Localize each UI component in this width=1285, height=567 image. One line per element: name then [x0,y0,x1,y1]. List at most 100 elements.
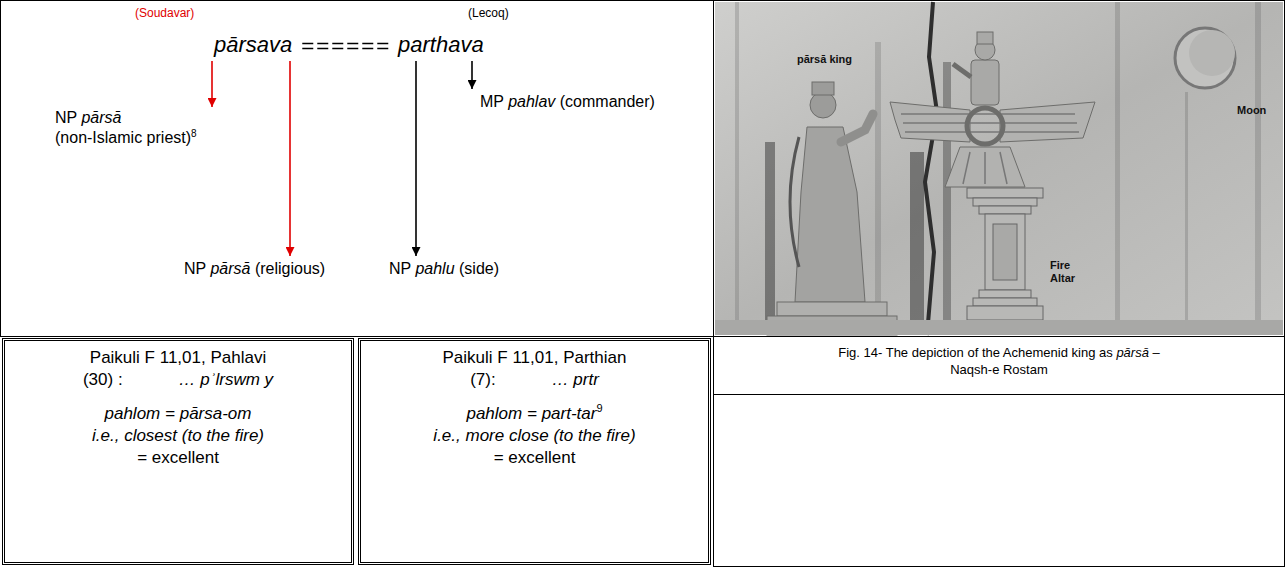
text-line: = excellent [365,447,704,469]
moon-shadow [1189,30,1235,76]
text-line: NP pārsā (religious) [184,259,325,278]
altar-part [993,224,1017,280]
cell-text: … prtr [552,370,599,389]
king-platform [777,302,887,316]
faravahar-wing [1000,102,1095,142]
rock-streak [1255,2,1261,335]
text-run: part-tar [542,404,597,423]
text-run: the [206,426,230,445]
text-run: pārsā [1116,345,1149,360]
faravahar-ring [967,108,1003,144]
text-line: pārsava [214,32,292,58]
annotation-label: Fire Altar [1050,259,1086,285]
text-run: of [967,345,978,360]
altar-part [967,188,1043,198]
text-line: NP pārsā (non-Islamic priest)8 [55,108,221,148]
table-cell [0,0,714,337]
text-line: pahlom = part-tar9 [365,403,704,425]
king-bow [790,137,799,267]
text-run: as [1099,345,1113,360]
cell-text: i.e., closest (to the fire) [92,426,264,445]
text-run: (to [553,426,573,445]
cell-text: Paikuli F 11,01, Pahlavi [90,348,266,367]
text-run: close [509,426,549,445]
annotation-label: (Lecoq) [468,6,509,20]
caption-cell: Fig. 14- The depiction of the Achemenid … [713,336,1285,395]
footnote-number: 9 [596,402,602,414]
table-cell-box: Paikuli F 11,01, Pahlavi(30) :… pʾlrswm … [2,338,354,565]
figure-caption: Fig. 14- The depiction of the Achemenid … [714,337,1284,378]
faravahar-wing [890,102,970,142]
faravahar-tail [945,147,1025,187]
water-stain [943,62,951,335]
wing-feather [905,131,1079,133]
derivation-arrow [211,61,213,107]
derivation-arrow [471,61,473,89]
text-run: (to [182,426,202,445]
altar-part [979,290,1031,298]
etymology-term: NP pārsā (religious) [180,257,329,280]
rock-ledge [715,320,1283,335]
text-line: (7):… prtr [365,369,704,391]
text-run: y [265,370,274,389]
text-run: Achemenid [1003,345,1068,360]
term-text: parthava [398,32,484,57]
text-run: fire) [235,426,264,445]
text-run: parthava [398,32,484,57]
equivalence-line [302,44,389,49]
text-run: pārsava [214,32,292,57]
annotation-label: pārsā king [797,53,852,65]
text-run: Naqsh-e [950,362,999,377]
term-text: pārsava [214,32,292,57]
text-line: parthava [398,32,484,58]
text-line: i.e., more close (to the fire) [365,425,704,447]
footnote-number: 8 [191,128,197,139]
text-run: … [179,370,196,389]
text-run: prtr [573,370,599,389]
text-line: NP pahlu (side) [389,259,499,278]
etymology-term: MP pahlav (commander) [462,90,657,113]
text-run: NP [55,109,77,126]
term-text: NP pārsā (religious) [184,260,325,277]
wing-feather [903,122,1077,124]
wing-feather [901,113,1075,115]
rock-face [715,2,1283,335]
rock-streak [735,2,739,335]
text-run: depiction [912,345,964,360]
cell-text: = excellent [137,448,219,467]
etymology-term: NP pārsā (non-Islamic priest)8 [53,108,223,148]
text-line: = excellent [9,447,347,469]
text-run: priest) [147,129,191,146]
term-text: NP pahlu (side) [389,260,499,277]
text-run: closest [124,426,177,445]
cell-text: (30) : [83,370,123,389]
text-run: = [527,404,537,423]
faravahar-body [971,60,999,105]
king-head [810,92,836,118]
text-run: Rostam [1003,362,1048,377]
derivation-arrow [415,61,417,256]
etymology-term: pārsava [205,30,301,60]
text-run: king [1072,345,1096,360]
etymology-term: parthava [390,30,492,60]
text-run: (commander) [560,93,655,110]
text-run: pārsa-om [180,404,252,423]
text-line: pahlom = pārsa-om [9,403,347,425]
relief-photo [715,2,1283,335]
etymology-term: NP pahlu (side) [385,257,503,280]
rock-streak [1185,92,1188,335]
altar-part [973,198,1037,206]
text-run: pahlav [508,93,555,110]
derivation-arrow [289,61,291,256]
text-run: pahlom [105,404,161,423]
cell-text: pahlom = part-tar [466,404,596,423]
text-run: the [982,345,1000,360]
text-run: Fig. [838,345,860,360]
text-run: = [165,404,175,423]
rock-streak [875,42,881,335]
text-run: NP [389,260,411,277]
text-line: Paikuli F 11,01, Parthian [365,347,704,369]
king-crown [812,82,834,95]
text-run: pārsā [210,260,250,277]
